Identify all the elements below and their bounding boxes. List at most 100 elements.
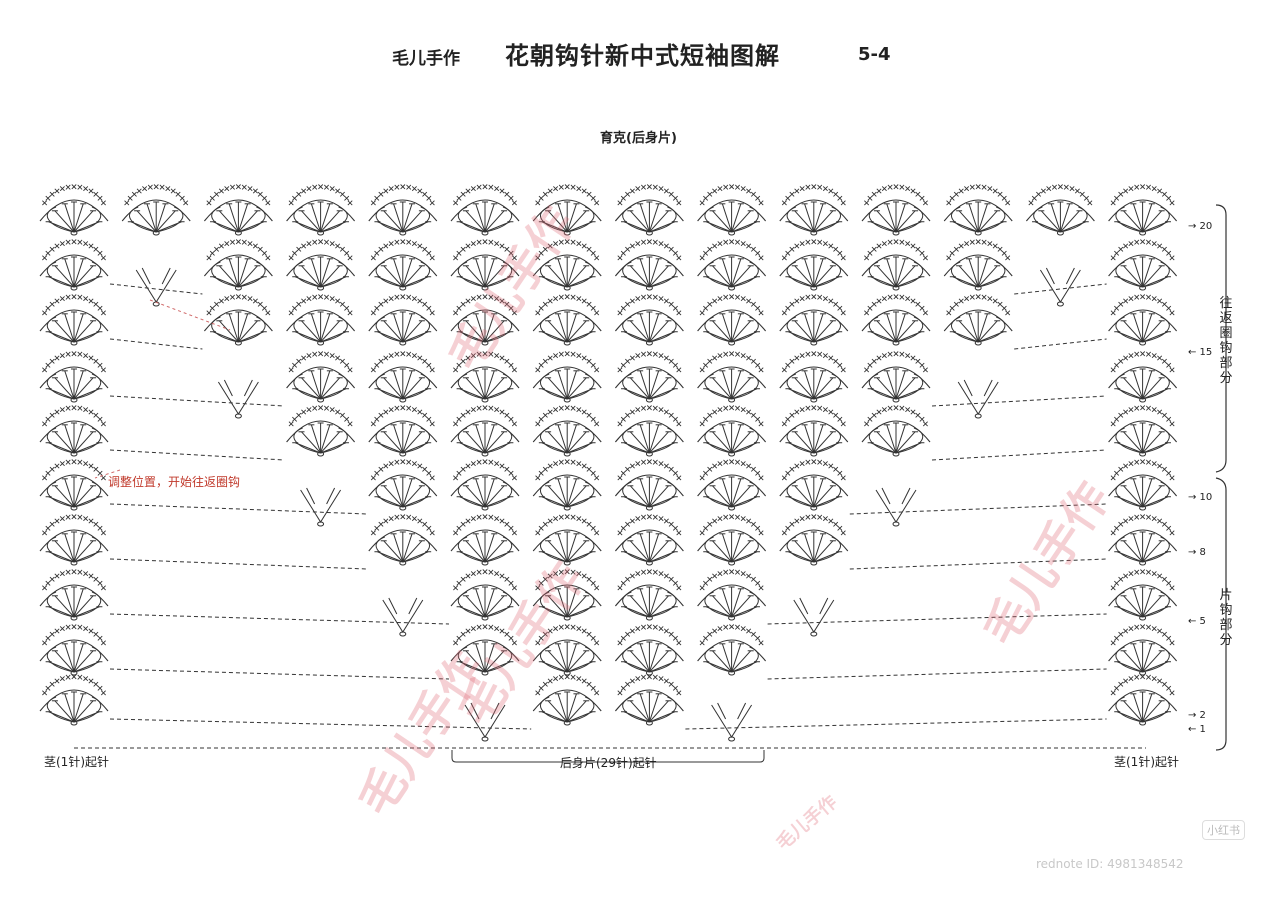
shell-fan bbox=[532, 674, 602, 726]
shell-fan bbox=[368, 294, 438, 346]
shell-fan bbox=[368, 459, 438, 511]
chain-connector bbox=[931, 449, 1107, 461]
shell-fan bbox=[286, 405, 356, 457]
shell-fan bbox=[203, 239, 273, 291]
chain-connector bbox=[1014, 283, 1107, 295]
shell-fan bbox=[39, 351, 109, 403]
chain-connector bbox=[109, 613, 450, 625]
v-stitch-group bbox=[135, 267, 177, 307]
shell-fan bbox=[368, 514, 438, 566]
shell-fan bbox=[450, 514, 520, 566]
shell-fan bbox=[614, 294, 684, 346]
shell-fan bbox=[1108, 405, 1178, 457]
chain-connector bbox=[767, 613, 1107, 625]
shell-fan bbox=[697, 405, 767, 457]
row-marker: ← 15 bbox=[1188, 347, 1213, 358]
right-chain-label: 茎(1针)起针 bbox=[1114, 755, 1179, 769]
shell-fan bbox=[614, 405, 684, 457]
page-title: 花朝钩针新中式短袖图解 bbox=[505, 42, 780, 70]
chain-connector bbox=[849, 558, 1107, 570]
shell-fan bbox=[368, 239, 438, 291]
shell-fan bbox=[614, 674, 684, 726]
shell-fan bbox=[532, 351, 602, 403]
v-stitch-group bbox=[1039, 267, 1081, 307]
shell-fan bbox=[1108, 459, 1178, 511]
chain-connector bbox=[109, 503, 367, 515]
shell-fan bbox=[779, 405, 849, 457]
chain-connector bbox=[931, 395, 1107, 407]
shell-fan bbox=[286, 294, 356, 346]
shell-fan bbox=[39, 184, 109, 236]
shell-fan bbox=[1025, 184, 1095, 236]
shell-fan bbox=[286, 184, 356, 236]
shell-fan bbox=[450, 624, 520, 676]
shell-fan bbox=[1108, 514, 1178, 566]
shell-fan bbox=[697, 351, 767, 403]
chain-connector bbox=[109, 718, 532, 730]
shell-fan bbox=[697, 184, 767, 236]
row-marker: ← 1 bbox=[1188, 724, 1206, 735]
round-part-bracket bbox=[1215, 204, 1227, 473]
shell-fan bbox=[779, 294, 849, 346]
chain-connector bbox=[109, 338, 203, 350]
round-part-label: 往返圈钩部分 bbox=[1219, 296, 1233, 386]
shell-fan bbox=[697, 569, 767, 621]
shell-fan bbox=[697, 294, 767, 346]
shell-fan bbox=[532, 514, 602, 566]
shell-fan bbox=[779, 351, 849, 403]
shell-fan bbox=[861, 184, 931, 236]
shell-fan bbox=[368, 184, 438, 236]
shell-fan bbox=[532, 294, 602, 346]
shell-fan bbox=[450, 239, 520, 291]
footer-badge: 小红书 bbox=[1202, 820, 1245, 840]
shell-fan bbox=[368, 405, 438, 457]
shell-fan bbox=[532, 405, 602, 457]
flat-part-bracket bbox=[1215, 477, 1227, 751]
v-stitch-group bbox=[711, 702, 753, 742]
v-stitch-group bbox=[793, 597, 835, 637]
page-header: 毛儿手作 花朝钩针新中式短袖图解 5-4 bbox=[0, 36, 1280, 76]
shell-fan bbox=[39, 624, 109, 676]
shell-fan bbox=[39, 405, 109, 457]
shell-fan bbox=[203, 294, 273, 346]
v-stitch-group bbox=[382, 597, 424, 637]
shell-fan bbox=[614, 569, 684, 621]
row-marker: → 20 bbox=[1188, 221, 1213, 232]
shell-fan bbox=[614, 624, 684, 676]
page-number: 5-4 bbox=[858, 44, 891, 65]
chain-bracket bbox=[451, 750, 765, 763]
shell-fan bbox=[39, 459, 109, 511]
row-marker: → 10 bbox=[1188, 492, 1213, 503]
chain-connector bbox=[109, 395, 285, 407]
shell-fan bbox=[943, 239, 1013, 291]
left-chain-label: 茎(1针)起针 bbox=[44, 755, 109, 769]
shell-fan bbox=[614, 459, 684, 511]
v-stitch-group bbox=[957, 379, 999, 419]
shell-fan bbox=[39, 294, 109, 346]
brand-name: 毛儿手作 bbox=[392, 49, 460, 69]
shell-fan bbox=[697, 514, 767, 566]
chain-connector bbox=[109, 449, 285, 461]
shell-fan bbox=[368, 351, 438, 403]
shell-fan bbox=[121, 184, 191, 236]
shell-fan bbox=[450, 351, 520, 403]
v-stitch-group bbox=[217, 379, 259, 419]
shell-fan bbox=[614, 184, 684, 236]
shell-fan bbox=[943, 184, 1013, 236]
v-stitch-group bbox=[464, 702, 506, 742]
shell-fan bbox=[450, 294, 520, 346]
flat-part-label: 片钩部分 bbox=[1219, 588, 1233, 648]
shell-fan bbox=[697, 624, 767, 676]
shell-fan bbox=[203, 184, 273, 236]
chain-connector bbox=[685, 718, 1107, 730]
shell-fan bbox=[532, 459, 602, 511]
shell-fan bbox=[450, 459, 520, 511]
chain-connector bbox=[849, 503, 1107, 515]
shell-fan bbox=[532, 624, 602, 676]
round-path-line bbox=[94, 299, 231, 479]
shell-fan bbox=[39, 514, 109, 566]
shell-fan bbox=[39, 569, 109, 621]
row-marker: → 8 bbox=[1188, 547, 1206, 558]
shell-fan bbox=[1108, 294, 1178, 346]
